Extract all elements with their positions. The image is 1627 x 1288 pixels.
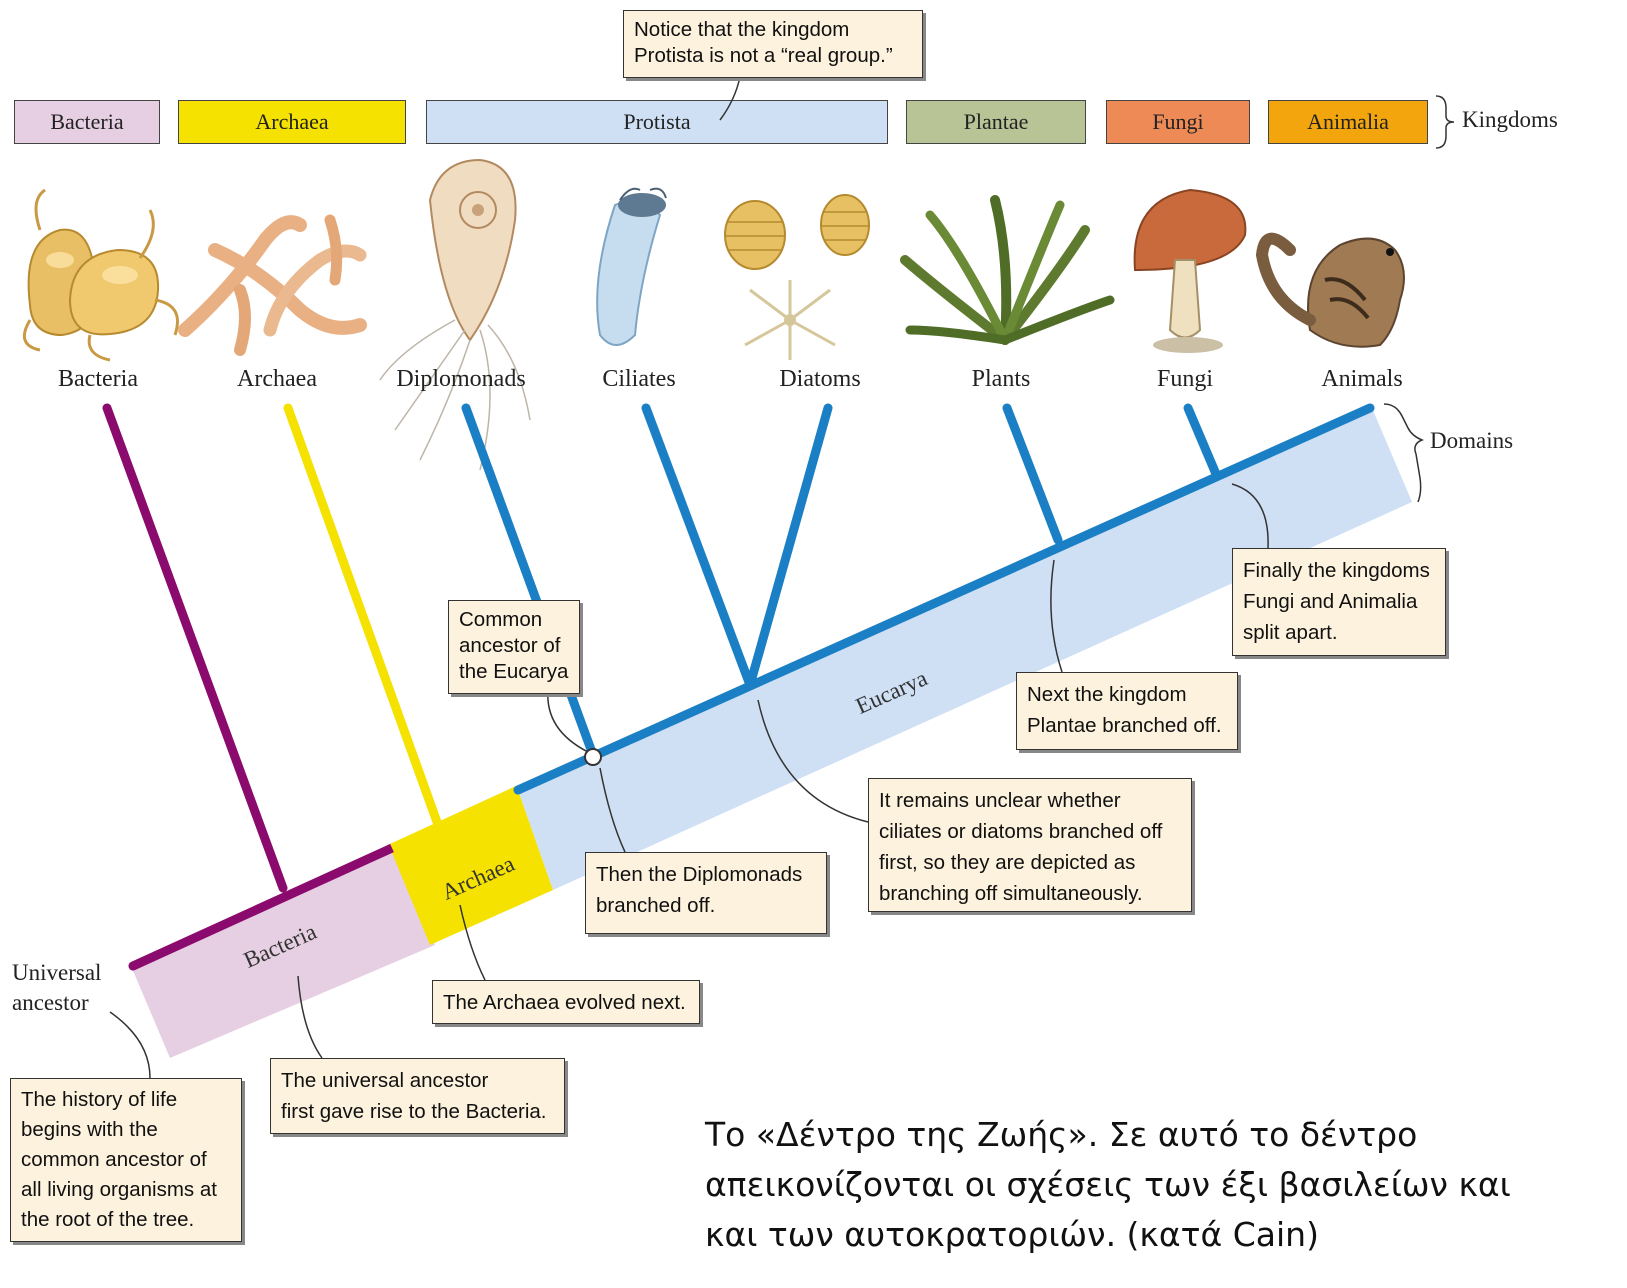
organism-label-archaea: Archaea [237, 366, 317, 393]
callout-protista: Notice that the kingdom Protista is not … [623, 10, 923, 78]
callout-history: The history of life begins with the comm… [10, 1078, 242, 1242]
branch-archaea [288, 408, 437, 822]
pointer-protista [720, 77, 740, 120]
branch-diatoms [750, 408, 828, 685]
universal-ancestor-label: Universal ancestor [12, 958, 101, 1018]
callout-diplomonads: Then the Diplomonads branched off. [585, 852, 827, 934]
pointer-history [110, 1012, 150, 1078]
diplomonads-illustration [380, 160, 530, 470]
fungi-illustration [1135, 190, 1246, 353]
callout-plantae: Next the kingdom Plantae branched off. [1016, 672, 1238, 750]
organism-label-ciliates: Ciliates [602, 366, 675, 393]
callout-unclear: It remains unclear whether ciliates or d… [868, 778, 1192, 912]
organism-label-plants: Plants [972, 366, 1031, 393]
branch-plants [1007, 408, 1058, 540]
figure-caption: Το «Δέντρο της Ζωής». Σε αυτό το δέντρο … [705, 1110, 1627, 1260]
organism-label-diatoms: Diatoms [779, 366, 860, 393]
plants-illustration [905, 200, 1110, 340]
bacteria-illustration [24, 190, 177, 360]
organism-label-fungi: Fungi [1157, 366, 1213, 393]
ciliates-illustration [597, 189, 666, 345]
callout-archaea-next: The Archaea evolved next. [432, 980, 700, 1024]
diatoms-illustration [725, 195, 869, 360]
organism-label-bacteria: Bacteria [58, 366, 138, 393]
branch-bacteria [107, 408, 283, 888]
animals-illustration [1262, 239, 1404, 347]
branch-diplomonads [466, 408, 593, 755]
callout-universal: The universal ancestor first gave rise t… [270, 1058, 565, 1134]
callout-finally: Finally the kingdoms Fungi and Animalia … [1232, 548, 1446, 656]
domains-label: Domains [1430, 428, 1513, 454]
callout-common-ancestor: Common ancestor of the Eucarya [448, 600, 580, 694]
organism-label-animals: Animals [1321, 366, 1402, 393]
branch-ciliates [646, 408, 750, 685]
kingdoms-brace [1436, 96, 1454, 148]
branch-fungi [1188, 408, 1216, 474]
archaea-illustration [185, 220, 360, 350]
organism-label-diplomonads: Diplomonads [396, 366, 525, 393]
